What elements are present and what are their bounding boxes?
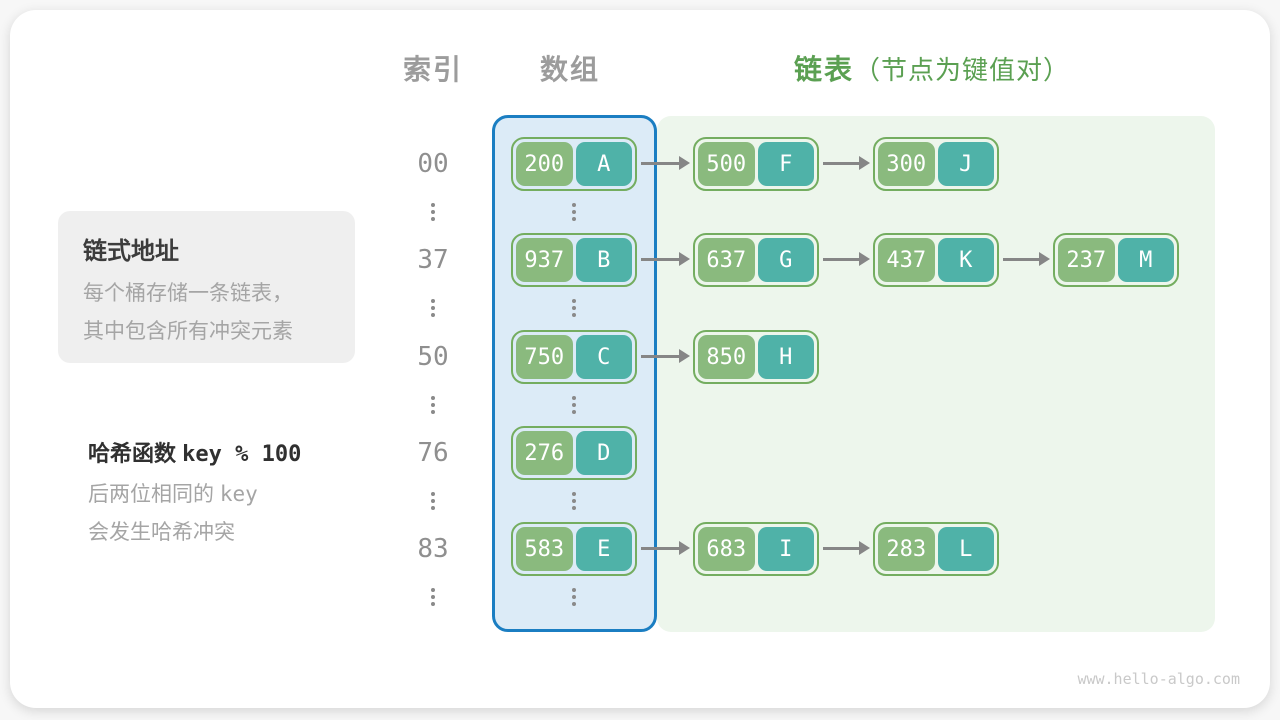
vertical-ellipsis-icon — [572, 492, 576, 510]
node-value: H — [757, 335, 814, 379]
bucket-index-label: 00 — [417, 149, 449, 179]
vertical-ellipsis-icon — [431, 203, 435, 221]
node-key: 237 — [1058, 238, 1115, 282]
node-value: D — [575, 431, 632, 475]
node-key: 937 — [516, 238, 573, 282]
column-header-array: 数组 — [539, 54, 600, 85]
arrow-right-icon — [823, 252, 870, 266]
node-key: 283 — [878, 527, 935, 571]
arrow-right-icon — [823, 541, 870, 555]
node-value: E — [575, 527, 632, 571]
vertical-ellipsis-icon — [431, 396, 435, 414]
chaining-info-box: 链式地址 每个桶存储一条链表， 其中包含所有冲突元素 — [58, 211, 355, 363]
node-key: 276 — [516, 431, 573, 475]
node-value: G — [757, 238, 814, 282]
arrow-right-icon — [641, 252, 690, 266]
node-key: 637 — [698, 238, 755, 282]
arrow-right-icon — [1003, 252, 1050, 266]
bucket-index-label: 37 — [417, 245, 449, 275]
node-key: 750 — [516, 335, 573, 379]
arrow-right-icon — [641, 349, 690, 363]
arrow-right-icon — [823, 156, 870, 170]
bucket-index-label: 83 — [417, 534, 449, 564]
hash-function-title: 哈希函数 key % 100 — [88, 436, 301, 468]
node-key: 300 — [878, 142, 935, 186]
hash-function-code: key % 100 — [182, 442, 302, 467]
vertical-ellipsis-icon — [572, 203, 576, 221]
arrow-right-icon — [641, 541, 690, 555]
vertical-ellipsis-icon — [572, 299, 576, 317]
watermark: www.hello-algo.com — [1077, 670, 1240, 688]
vertical-ellipsis-icon — [431, 492, 435, 510]
column-header-linked-list: 链表（节点为键值对） — [794, 53, 1070, 87]
node-value: B — [575, 238, 632, 282]
bucket-index-label: 76 — [417, 438, 449, 468]
bucket-index-label: 50 — [417, 342, 449, 372]
hash-note-line1-text: 后两位相同的 — [88, 483, 214, 506]
linked-list-label: 链表 — [794, 54, 855, 85]
arrow-right-icon — [641, 156, 690, 170]
hash-note-line1: 后两位相同的 key — [88, 478, 258, 508]
node-key: 683 — [698, 527, 755, 571]
node-value: F — [757, 142, 814, 186]
vertical-ellipsis-icon — [572, 396, 576, 414]
node-key: 583 — [516, 527, 573, 571]
hash-note-line2: 会发生哈希冲突 — [88, 521, 235, 544]
vertical-ellipsis-icon — [431, 588, 435, 606]
node-value: K — [937, 238, 994, 282]
node-key: 200 — [516, 142, 573, 186]
node-value: J — [937, 142, 994, 186]
node-value: I — [757, 527, 814, 571]
info-box-title: 链式地址 — [83, 238, 179, 265]
info-box-line1: 每个桶存储一条链表， — [83, 282, 293, 305]
node-key: 437 — [878, 238, 935, 282]
vertical-ellipsis-icon — [572, 588, 576, 606]
info-box-line2: 其中包含所有冲突元素 — [83, 320, 293, 343]
hash-note-line1-code: key — [219, 482, 258, 506]
node-value: M — [1117, 238, 1174, 282]
hash-function-prefix: 哈希函数 — [88, 441, 177, 466]
column-header-index: 索引 — [402, 54, 463, 85]
node-value: C — [575, 335, 632, 379]
node-value: A — [575, 142, 632, 186]
node-value: L — [937, 527, 994, 571]
node-key: 500 — [698, 142, 755, 186]
vertical-ellipsis-icon — [431, 299, 435, 317]
linked-list-note: （节点为键值对） — [854, 55, 1071, 85]
node-key: 850 — [698, 335, 755, 379]
